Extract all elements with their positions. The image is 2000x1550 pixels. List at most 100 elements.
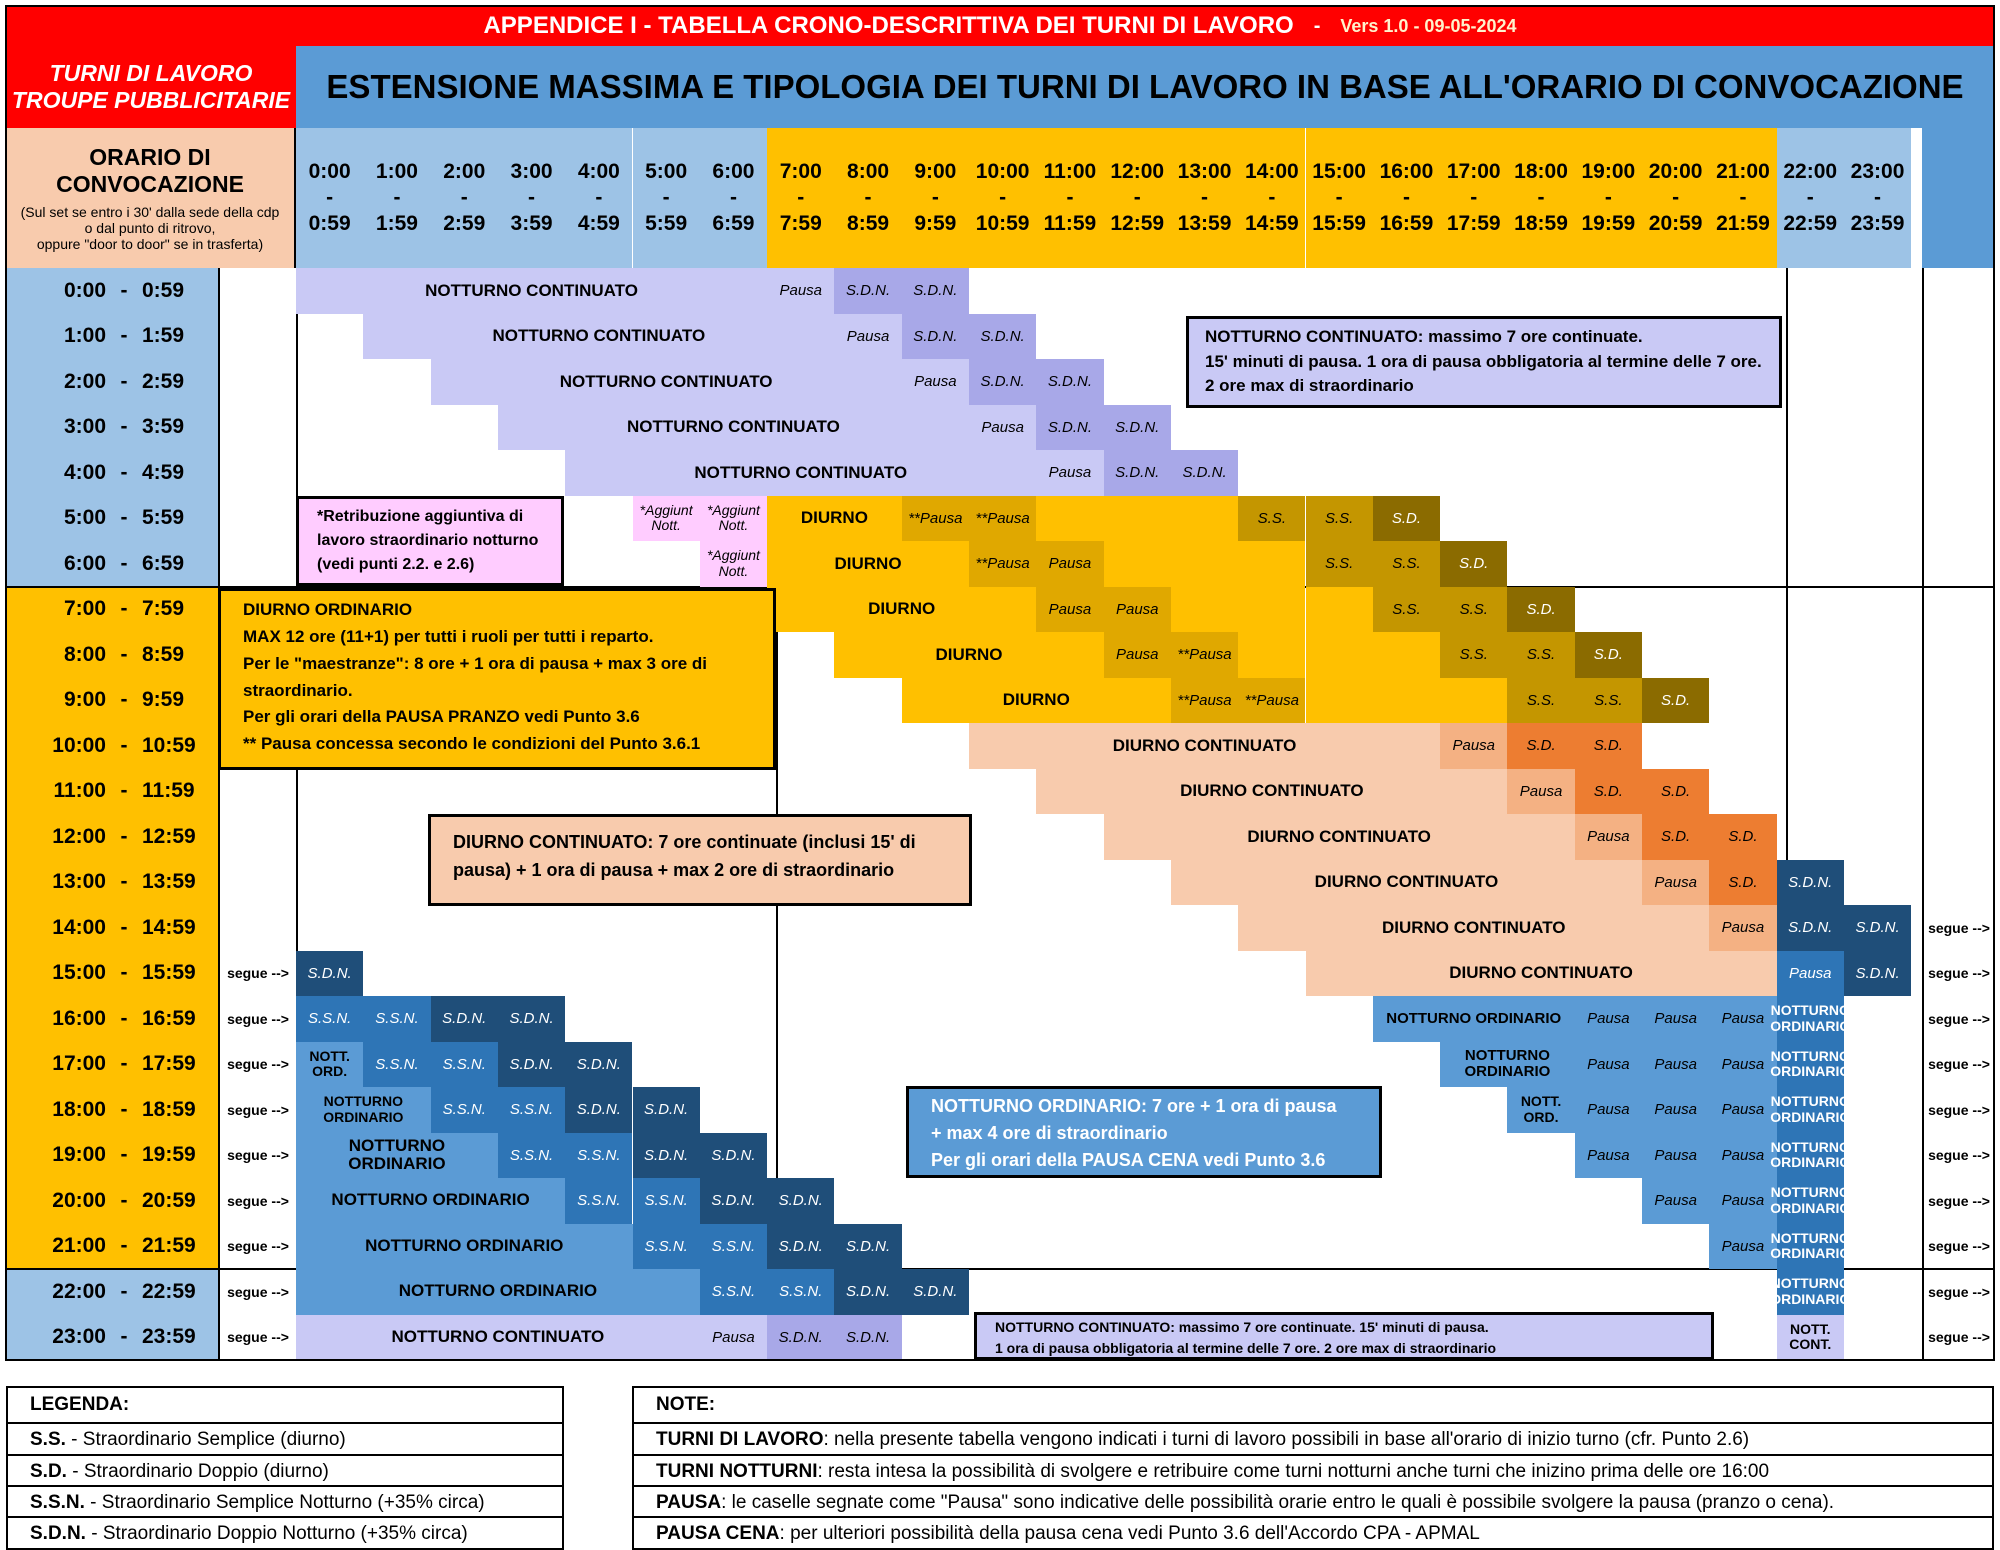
sd-cell: S.D. bbox=[1574, 768, 1642, 814]
row-start: 8:00 bbox=[63, 642, 106, 666]
diurno-fill bbox=[1238, 632, 1306, 678]
segue-right-label: segue --> bbox=[1928, 1329, 1990, 1346]
ss-cell: S.S. bbox=[1440, 632, 1508, 678]
row-dash: - bbox=[120, 1006, 128, 1030]
sdn-cell: S.D.N. bbox=[632, 1132, 700, 1178]
sdn-cell: S.D.N. bbox=[901, 313, 969, 359]
sdn-cell: S.D.N. bbox=[632, 1087, 700, 1133]
pausa-cell: **Pausa bbox=[1170, 632, 1239, 678]
hour-dash: - bbox=[1739, 185, 1747, 209]
row-label: 14:00-14:59 bbox=[6, 905, 218, 951]
column-header-hour: 12:00-12:59 bbox=[1103, 128, 1171, 268]
row-start: 18:00 bbox=[52, 1097, 106, 1121]
segue-right-label: segue --> bbox=[1928, 1010, 1990, 1027]
ssn-cell: S.S.N. bbox=[497, 1087, 566, 1133]
hour-dash: - bbox=[326, 185, 334, 209]
row-dash: - bbox=[120, 1052, 128, 1076]
segue-left-label: segue --> bbox=[227, 965, 289, 982]
sdn-cell: S.D.N. bbox=[1776, 859, 1844, 905]
diurno-fill bbox=[1170, 495, 1239, 541]
note-item-notturni: TURNI NOTTURNI: resta intesa la possibil… bbox=[634, 1454, 1992, 1487]
diurno-continuato-span: DIURNO CONTINUATO bbox=[969, 723, 1441, 769]
row-label: 15:00-15:59 bbox=[6, 950, 218, 996]
row-end: 10:59 bbox=[142, 733, 196, 757]
ss-cell: S.S. bbox=[1305, 495, 1373, 541]
nott-ord-cell: NOTT. ORD. bbox=[296, 1041, 364, 1087]
hour-start: 0:00 bbox=[308, 159, 351, 183]
pausa-cell: Pausa bbox=[1574, 1087, 1642, 1133]
column-header-hour: 0:00-0:59 bbox=[296, 128, 364, 268]
hour-end: 19:59 bbox=[1581, 212, 1636, 236]
hour-start: 17:00 bbox=[1446, 159, 1501, 183]
legend-item-ssn: S.S.N. - Straordinario Semplice Notturno… bbox=[8, 1485, 562, 1518]
column-header-hour: 19:00-19:59 bbox=[1574, 128, 1642, 268]
sdn-cell: S.D.N. bbox=[834, 268, 902, 314]
box-no-line3: Per gli orari della PAUSA CENA vedi Punt… bbox=[931, 1150, 1326, 1170]
row-dash: - bbox=[120, 278, 128, 302]
box-do-line6: ** Pausa concessa secondo le condizioni … bbox=[243, 734, 701, 754]
row-start: 16:00 bbox=[52, 1006, 106, 1030]
hour-dash: - bbox=[1402, 185, 1410, 209]
grid-area bbox=[296, 268, 1994, 1360]
row-dash: - bbox=[120, 915, 128, 939]
aggiunt-nott-cell: *Aggiunt Nott. bbox=[699, 541, 768, 587]
diurno-continuato-span: DIURNO CONTINUATO bbox=[1036, 768, 1508, 814]
note-text: : resta intesa la possibilità di svolger… bbox=[817, 1460, 1770, 1482]
sdn-cell: S.D.N. bbox=[565, 1041, 633, 1087]
column-header-hour: 16:00-16:59 bbox=[1372, 128, 1441, 268]
diurno-fill bbox=[1238, 586, 1306, 632]
hour-end: 15:59 bbox=[1312, 212, 1366, 236]
row-start: 4:00 bbox=[63, 460, 106, 484]
pausa-cell: Pausa bbox=[1507, 768, 1575, 814]
note-item-turni: TURNI DI LAVORO: nella presente tabella … bbox=[634, 1422, 1992, 1456]
row-label: 17:00-17:59 bbox=[6, 1041, 218, 1087]
row-label: 21:00-21:59 bbox=[6, 1223, 218, 1269]
hour-end: 12:59 bbox=[1110, 212, 1165, 236]
box-no-line1: NOTTURNO ORDINARIO: 7 ore + 1 ora di pau… bbox=[931, 1096, 1337, 1116]
sd-cell: S.D. bbox=[1574, 723, 1642, 769]
ssn-cell: S.S.N. bbox=[363, 1041, 431, 1087]
pausa-cell: Pausa bbox=[1036, 541, 1104, 587]
notturno-ordinario-cell: NOTTURNO ORDINARIO bbox=[1770, 1269, 1850, 1315]
pausa-cell: Pausa bbox=[1642, 1178, 1710, 1224]
hour-end: 8:59 bbox=[847, 212, 890, 236]
column-header-hour: 3:00-3:59 bbox=[497, 128, 566, 268]
box-retr-line1: *Retribuzione aggiuntiva di bbox=[317, 508, 524, 525]
info-box-notturno-continuato-bottom: NOTTURNO CONTINUATO: massimo 7 ore conti… bbox=[974, 1312, 1714, 1360]
hour-start: 2:00 bbox=[443, 159, 486, 183]
row-dash: - bbox=[120, 1234, 128, 1258]
sdn-cell: S.D.N. bbox=[497, 996, 566, 1042]
pausa-cell: Pausa bbox=[1574, 1132, 1642, 1178]
row-dash: - bbox=[120, 1325, 128, 1349]
subheader-main: ESTENSIONE MASSIMA E TIPOLOGIA DEI TURNI… bbox=[296, 46, 1994, 128]
diurno-span: DIURNO bbox=[767, 541, 969, 587]
hour-dash: - bbox=[999, 185, 1007, 209]
hour-end: 4:59 bbox=[577, 212, 620, 236]
pausa-cell: Pausa bbox=[1642, 1132, 1710, 1178]
column-header-hour: 11:00-11:59 bbox=[1036, 128, 1104, 268]
row-end: 5:59 bbox=[142, 506, 185, 530]
segue-left-label: segue --> bbox=[227, 1056, 289, 1073]
subheader-left: TURNI DI LAVORO TROUPE PUBBLICITARIE bbox=[6, 46, 296, 128]
pausa-cell: Pausa bbox=[1709, 1087, 1777, 1133]
hour-start: 22:00 bbox=[1783, 159, 1838, 183]
ss-cell: S.S. bbox=[1372, 586, 1441, 632]
sd-cell: S.D. bbox=[1507, 723, 1575, 769]
info-box-notturno-ordinario: NOTTURNO ORDINARIO: 7 ore + 1 ora di pau… bbox=[906, 1086, 1382, 1178]
hour-dash: - bbox=[1201, 185, 1209, 209]
grid-row-divider-22 bbox=[6, 1268, 1994, 1270]
row-start: 12:00 bbox=[52, 824, 106, 848]
pausa-cell: Pausa bbox=[834, 313, 902, 359]
ss-cell: S.S. bbox=[1507, 632, 1575, 678]
notturno-ordinario-cell: NOTTURNO ORDINARIO bbox=[1770, 1132, 1850, 1178]
sdn-cell: S.D.N. bbox=[1036, 359, 1104, 405]
segue-left-label: segue --> bbox=[227, 1283, 289, 1300]
segue-left-label: segue --> bbox=[227, 1238, 289, 1255]
nott-ord-cell: NOTT. ORD. bbox=[1507, 1087, 1575, 1133]
notturno-continuato-span: NOTTURNO CONTINUATO bbox=[363, 313, 835, 359]
row-dash: - bbox=[120, 688, 128, 712]
hour-dash: - bbox=[1874, 185, 1882, 209]
pausa-cell: Pausa bbox=[1440, 723, 1508, 769]
ss-cell: S.S. bbox=[1574, 677, 1642, 723]
pausa-cell: **Pausa bbox=[901, 495, 969, 541]
